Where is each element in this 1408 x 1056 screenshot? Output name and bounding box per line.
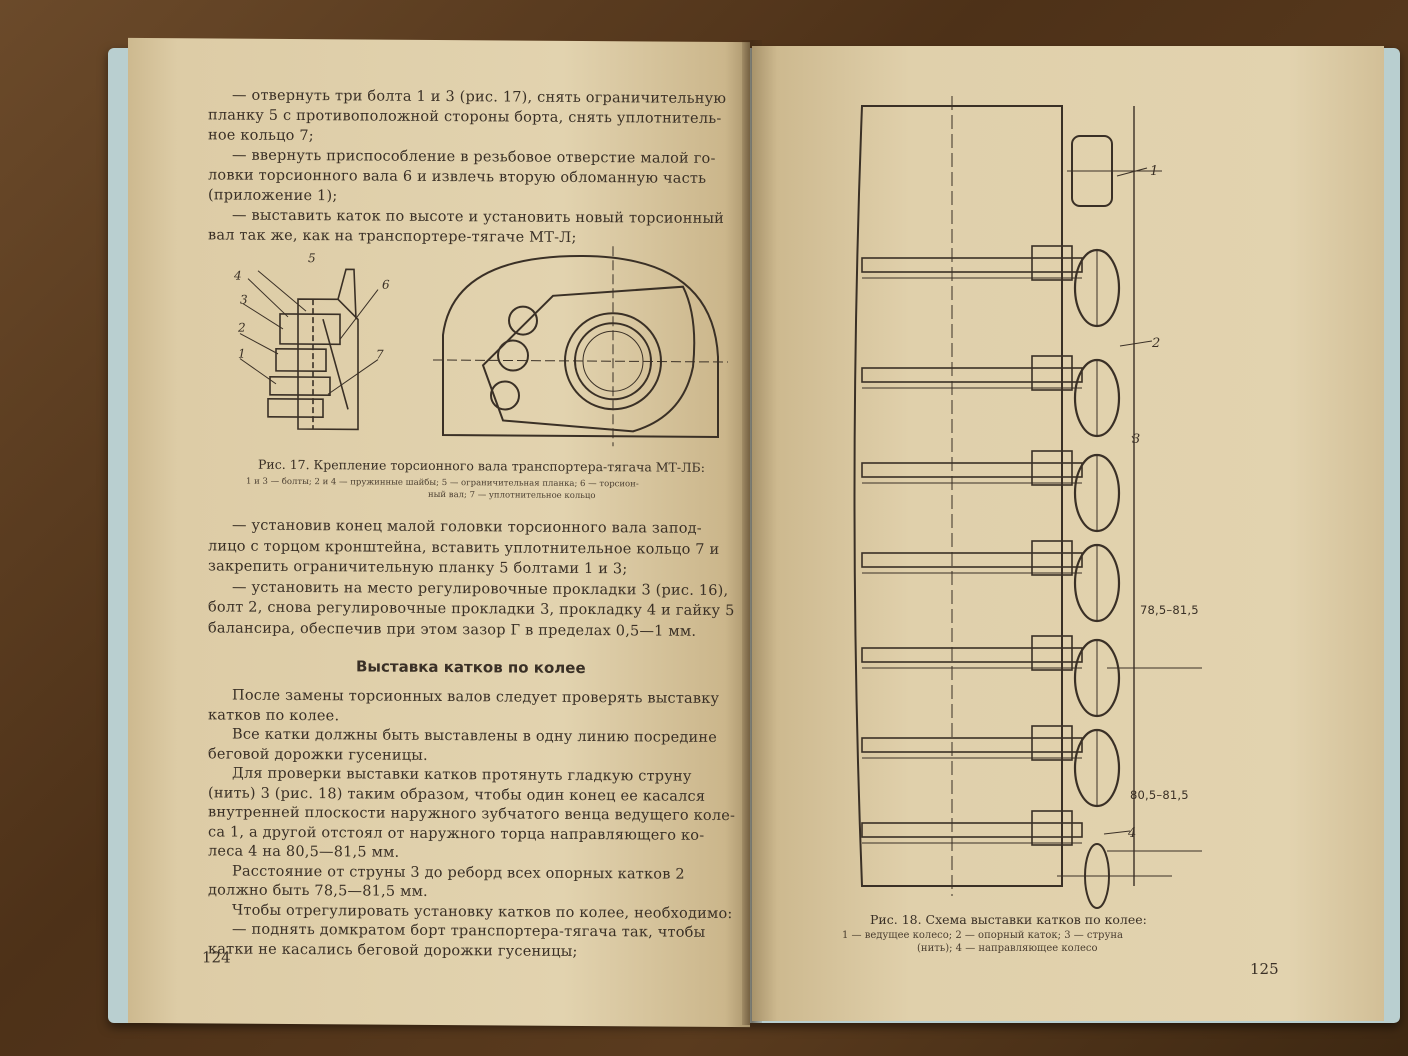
text-line: леса 4 на 80,5—81,5 мм. (208, 843, 400, 861)
text-line: ное кольцо 7; (208, 127, 314, 145)
torsion-shaft (861, 737, 1083, 753)
balancer-head (1031, 725, 1073, 761)
text-line: должно быть 78,5—81,5 мм. (208, 882, 428, 900)
text-line: болт 2, снова регулировочные прокладки 3… (208, 599, 735, 620)
torsion-shaft (861, 257, 1083, 273)
fig18-dim-bottom: 80,5–81,5 (1130, 788, 1189, 802)
fig17-label-7: 7 (376, 347, 384, 362)
fig17-label-5: 5 (308, 251, 316, 266)
text-line: катков по колее. (208, 706, 340, 724)
balancer-head (1031, 355, 1073, 391)
balancer-head (1031, 245, 1073, 281)
text-line: балансира, обеспечив при этом зазор Г в … (208, 619, 697, 640)
leader-3 (1131, 435, 1135, 440)
torsion-shaft (861, 367, 1083, 383)
torsion-shaft (861, 462, 1083, 478)
leader-1 (1116, 167, 1148, 177)
fig17-legend-line-1: 1 и 3 — болты; 2 и 4 — пружинные шайбы; … (246, 476, 639, 490)
fig18-label-3: 3 (1132, 432, 1141, 447)
fig17-label-3: 3 (240, 292, 248, 307)
balancer-head (1031, 540, 1073, 576)
fig18-caption: Рис. 18. Схема выставки катков по колее: (870, 912, 1147, 927)
text-line: закрепить ограничительную планку 5 болта… (208, 558, 628, 578)
text-line: — установив конец малой головки торсионн… (232, 517, 702, 537)
text-line: катки не касались беговой дорожки гусени… (208, 940, 578, 960)
torsion-shaft (861, 552, 1083, 568)
fig18-legend-line-2: (нить); 4 — направляющее колесо (917, 943, 1098, 954)
fig18-label-4: 4 (1128, 826, 1137, 841)
figure-18-track-alignment-diagram (853, 96, 1202, 909)
text-line: — выставить каток по высоте и установить… (232, 207, 725, 227)
text-line: — ввернуть приспособление в резьбовое от… (232, 147, 716, 167)
section-heading: Выставка катков по колее (356, 657, 586, 678)
leader-4 (1103, 830, 1131, 835)
figure-17-bolt-diagram (239, 268, 379, 431)
figure-17-housing-diagram (433, 246, 728, 447)
left-page: — отвернуть три болта 1 и 3 (рис. 17), с… (128, 37, 750, 1028)
balancer-head (1031, 810, 1073, 846)
right-page: 1 2 3 4 78,5–81,5 80,5–81,5 Рис. 18. Схе… (752, 46, 1384, 1021)
text-line: беговой дорожки гусеницы. (208, 745, 428, 764)
fig18-label-1: 1 (1150, 164, 1159, 179)
fig17-label-2: 2 (238, 320, 246, 335)
fig17-label-4: 4 (234, 268, 242, 283)
text-line: лицо с торцом кронштейна, вставить уплот… (208, 537, 720, 558)
hull-outline (853, 105, 1063, 887)
text-line: ловки торсионного вала 6 и извлечь втору… (208, 167, 707, 187)
balancer-head (1031, 635, 1073, 671)
torsion-shaft (861, 647, 1083, 663)
torsion-shaft (861, 822, 1083, 838)
right-page-number: 125 (1250, 960, 1279, 978)
text-line: (приложение 1); (208, 187, 338, 205)
fig17-legend-line-2: ный вал; 7 — уплотнительное кольцо (428, 489, 596, 502)
fig17-label-1: 1 (238, 346, 246, 361)
left-page-number: 124 (202, 948, 231, 967)
text-line: — установить на место регулировочные про… (232, 579, 729, 599)
fig17-caption: Рис. 17. Крепление торсионного вала тран… (258, 456, 705, 475)
text-line: — отвернуть три болта 1 и 3 (рис. 17), с… (232, 87, 727, 108)
fig18-dim-top: 78,5–81,5 (1140, 603, 1199, 617)
fig17-label-6: 6 (382, 277, 390, 292)
balancer-head (1031, 450, 1073, 486)
fig18-legend-line-1: 1 — ведущее колесо; 2 — опорный каток; 3… (842, 930, 1123, 941)
leader-2 (1119, 340, 1153, 347)
fig18-label-2: 2 (1152, 336, 1161, 351)
